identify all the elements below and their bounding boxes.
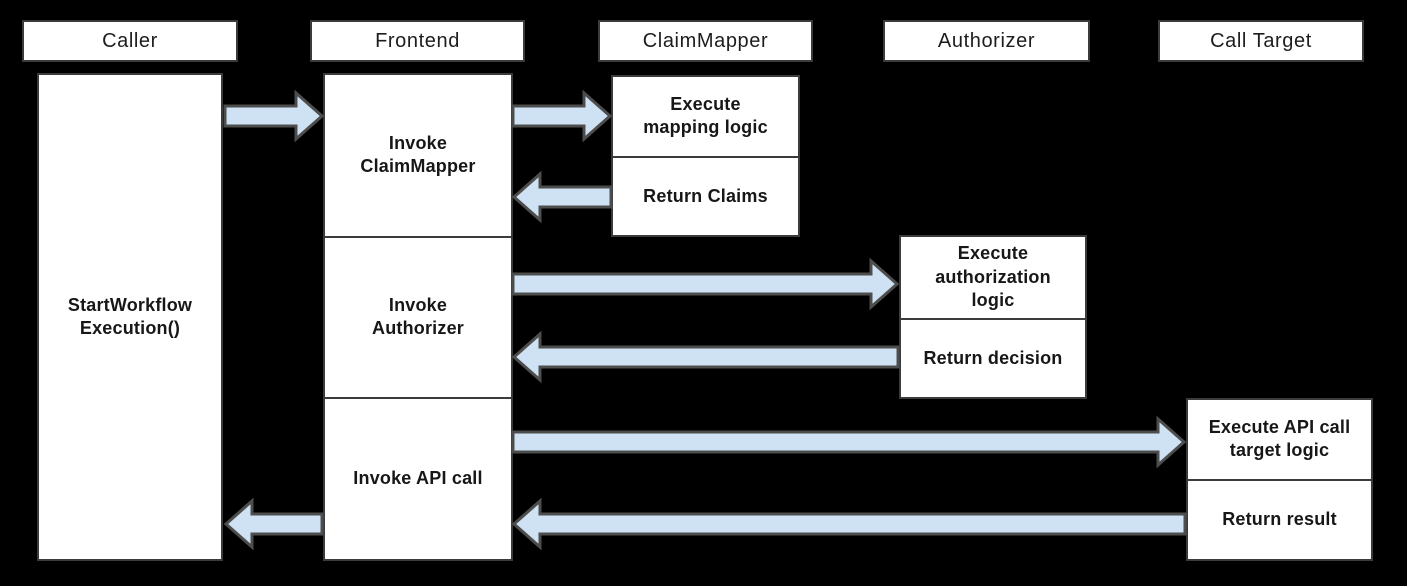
lifeline-header-label: Frontend: [375, 29, 460, 52]
activation-frontend: Invoke ClaimMapper Invoke Authorizer Inv…: [323, 73, 513, 561]
frontend-to-caller-arrow: [223, 497, 324, 551]
activation-caller: StartWorkflow Execution(): [37, 73, 223, 561]
step-invoke-authorizer: Invoke Authorizer: [325, 235, 511, 398]
lifeline-header-frontend: Frontend: [310, 20, 525, 62]
step-execute-authorization-logic: Execute authorization logic: [935, 243, 1051, 311]
step-execute-api-call-target-logic: Execute API call target logic: [1208, 417, 1351, 461]
lifeline-header-label: Caller: [102, 29, 158, 52]
step-invoke-api-call: Invoke API call: [325, 397, 511, 559]
lifeline-header-authorizer: Authorizer: [883, 20, 1090, 62]
calltarget-to-frontend-arrow: [511, 497, 1187, 551]
lifeline-header-claimmapper: ClaimMapper: [598, 20, 813, 62]
step-startworkflowexecution: StartWorkflow Execution(): [67, 294, 193, 338]
frontend-to-authorizer-arrow: [511, 257, 900, 311]
lifeline-header-calltarget: Call Target: [1158, 20, 1364, 62]
frontend-to-calltarget-arrow: [511, 415, 1187, 469]
lifeline-header-label: ClaimMapper: [642, 29, 769, 52]
step-execute-mapping-logic: Execute mapping logic: [643, 94, 768, 138]
activation-calltarget: Execute API call target logic Return res…: [1186, 398, 1373, 561]
authorizer-to-frontend-arrow: [511, 330, 900, 384]
step-invoke-claimmapper: Invoke ClaimMapper: [360, 132, 476, 177]
lifeline-header-label: Authorizer: [937, 29, 1036, 52]
activation-claimmapper: Execute mapping logic Return Claims: [611, 75, 800, 237]
step-return-claims: Return Claims: [613, 155, 798, 235]
frontend-to-claimmapper-arrow: [511, 89, 613, 143]
lifeline-header-label: Call Target: [1210, 29, 1312, 52]
step-return-decision: Return decision: [901, 317, 1085, 397]
activation-authorizer: Execute authorization logic Return decis…: [899, 235, 1087, 399]
step-return-result: Return result: [1188, 478, 1371, 559]
caller-to-frontend-arrow: [223, 89, 325, 143]
lifeline-header-caller: Caller: [22, 20, 238, 62]
claimmapper-to-frontend-arrow: [511, 170, 613, 224]
